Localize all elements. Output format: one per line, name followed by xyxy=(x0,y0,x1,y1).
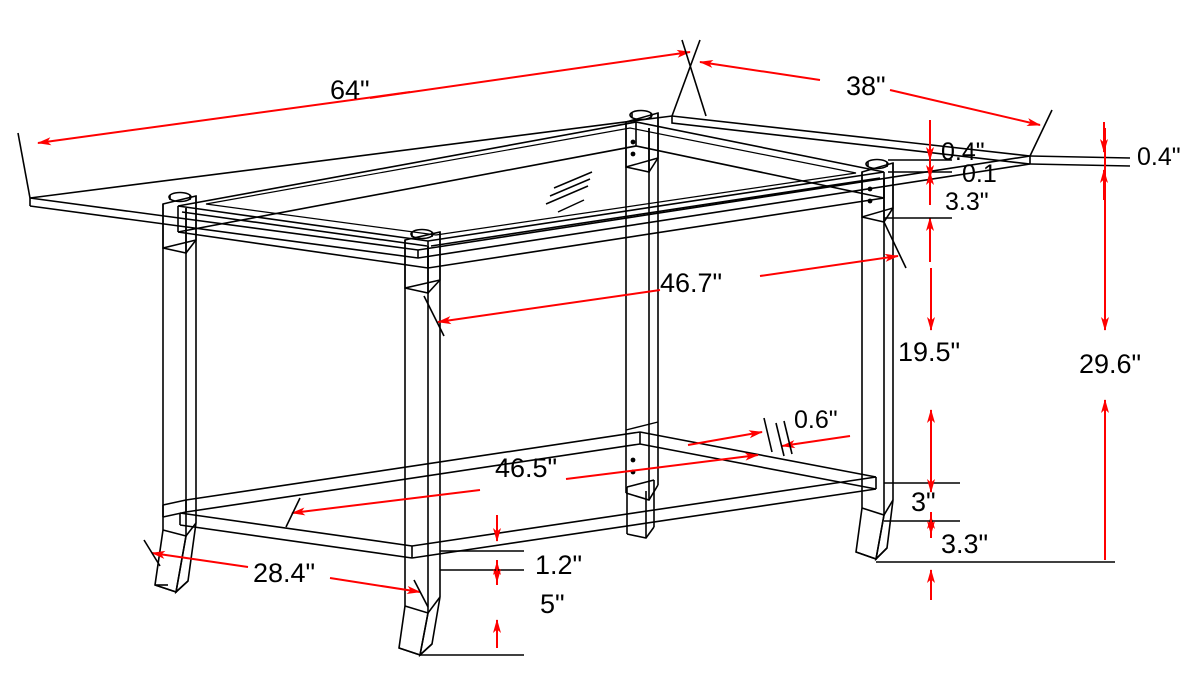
dimension-label-foot-height: 5" xyxy=(540,589,565,619)
leg-right-front xyxy=(625,109,659,501)
glass-top-panel xyxy=(29,115,1031,259)
dimension-label-rail-span-upper: 46.7" xyxy=(660,268,723,298)
dimension-label-stretcher-span: 46.5" xyxy=(495,453,558,483)
dimension-label-foot-taper: 3.3" xyxy=(941,529,989,559)
dimension-label-glass-thickness-right: 0.4" xyxy=(1137,143,1181,171)
dimension-label-overall-height: 29.6" xyxy=(1079,349,1142,379)
table-linework xyxy=(29,109,1031,658)
dimension-label-gap: 0.1 xyxy=(962,160,997,188)
dim-line-06 xyxy=(687,430,851,449)
dimension-label-leg-clear-height: 19.5" xyxy=(898,337,961,367)
dim-line-465 xyxy=(291,452,759,516)
dim-line-64 xyxy=(37,49,691,146)
dimension-label-stretcher-cross: 28.4" xyxy=(253,558,316,588)
lower-stretcher-frame xyxy=(162,431,877,559)
leg-center-support xyxy=(626,479,655,539)
dim-line-38 xyxy=(699,59,1041,126)
dim-line-467 xyxy=(437,253,899,325)
leg-right-back xyxy=(855,158,894,562)
dimension-label-38: 38" xyxy=(846,71,886,101)
leg-left-front xyxy=(154,191,197,595)
dimension-label-stretcher-height: 1.2" xyxy=(535,550,583,580)
leg-left-back xyxy=(398,228,441,658)
dim-line-284 xyxy=(151,550,421,594)
dimension-label-leg-block: 3" xyxy=(911,487,936,517)
dimension-annotations xyxy=(17,39,1131,656)
dimension-label-apron-height: 3.3" xyxy=(945,188,989,216)
dimension-label-glass-thickness-corner: 0.4" xyxy=(941,138,985,166)
dimension-label-64: 64" xyxy=(330,75,370,105)
glass-reflection-icon xyxy=(545,171,593,213)
dimension-label-stretcher-thickness: 0.6" xyxy=(794,406,838,434)
